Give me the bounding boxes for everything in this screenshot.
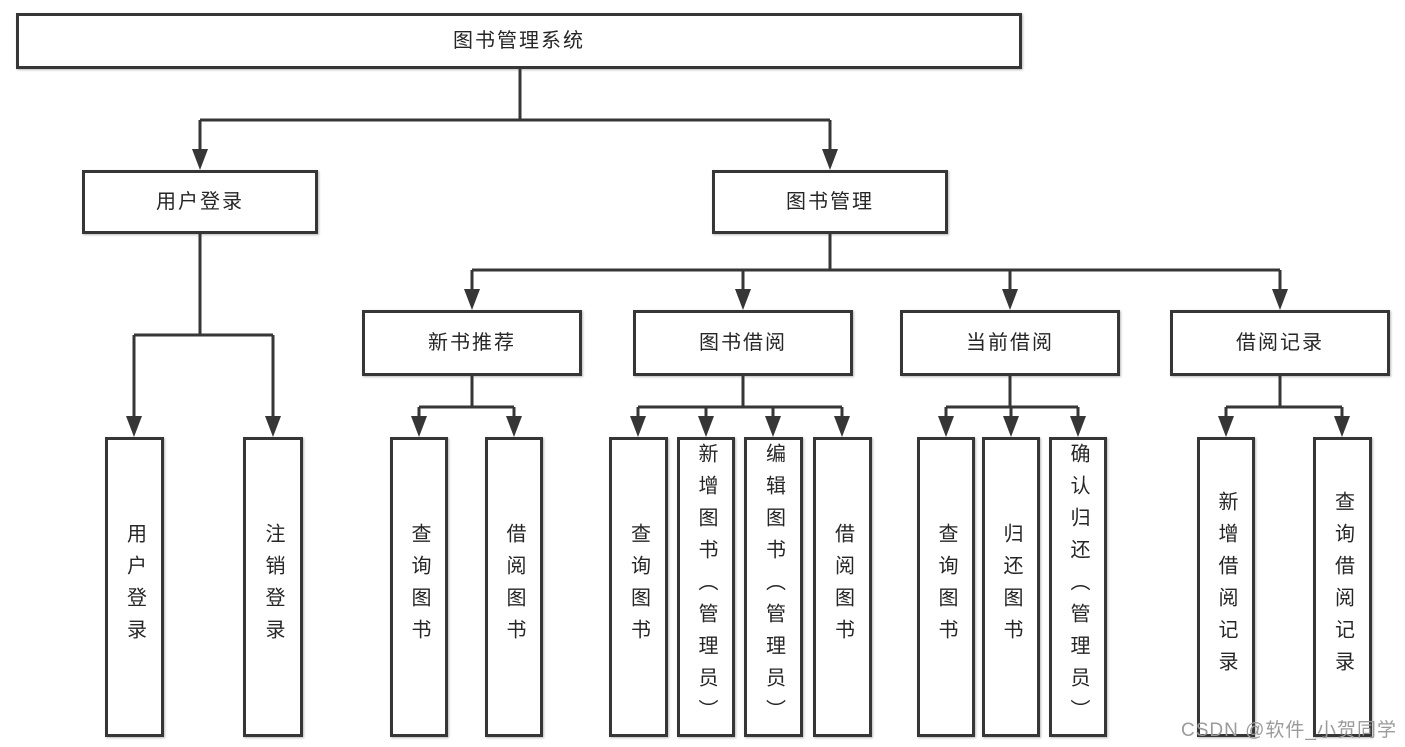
- node-library-management-system: 图书管理系统: [16, 13, 1022, 69]
- leaf-query-borrow-record: 查询借阅记录: [1313, 437, 1372, 737]
- node-label: 查询图书: [935, 523, 957, 651]
- leaf-confirm-return-admin: 确认归还（管理员）: [1049, 437, 1107, 737]
- node-label: 新书推荐: [428, 332, 516, 354]
- leaf-return-books: 归还图书: [982, 437, 1040, 737]
- node-book-management: 图书管理: [712, 170, 948, 234]
- node-label: 查询图书: [627, 523, 650, 651]
- node-label: 确认归还（管理员）: [1067, 443, 1089, 731]
- node-label: 借阅图书: [503, 523, 525, 651]
- leaf-add-book-admin: 新增图书（管理员）: [677, 437, 735, 737]
- node-label: 查询借阅记录: [1331, 491, 1354, 683]
- node-label: 图书管理: [786, 191, 874, 213]
- node-label: 新增图书（管理员）: [695, 443, 717, 731]
- watermark: CSDN @软件_小贺同学: [1181, 720, 1397, 741]
- leaf-add-borrow-record: 新增借阅记录: [1197, 437, 1255, 737]
- node-label: 用户登录: [123, 523, 146, 651]
- node-label: 注销登录: [262, 523, 284, 651]
- node-current-borrowing: 当前借阅: [900, 310, 1120, 376]
- node-user-login: 用户登录: [82, 170, 318, 234]
- node-label: 归还图书: [1000, 523, 1022, 651]
- node-label: 查询图书: [408, 523, 430, 651]
- leaf-query-books-borrowing: 查询图书: [609, 437, 668, 737]
- node-new-book-recommendation: 新书推荐: [362, 310, 582, 376]
- leaf-query-books-recommend: 查询图书: [390, 437, 448, 737]
- node-book-borrowing: 图书借阅: [633, 310, 853, 376]
- leaf-query-books-current: 查询图书: [917, 437, 975, 737]
- node-label: 图书借阅: [699, 332, 787, 354]
- node-label: 当前借阅: [966, 332, 1054, 354]
- node-label: 图书管理系统: [453, 30, 585, 52]
- node-label: 编辑图书（管理员）: [762, 443, 785, 731]
- leaf-borrow-books-borrowing: 借阅图书: [813, 437, 872, 737]
- node-label: 新增借阅记录: [1215, 491, 1237, 683]
- node-label: 借阅记录: [1236, 332, 1324, 354]
- leaf-borrow-books-recommend: 借阅图书: [485, 437, 543, 737]
- node-label: 借阅图书: [831, 523, 854, 651]
- leaf-edit-book-admin: 编辑图书（管理员）: [744, 437, 803, 737]
- leaf-logout: 注销登录: [243, 437, 303, 737]
- node-label: 用户登录: [156, 191, 244, 213]
- leaf-user-login: 用户登录: [105, 437, 164, 737]
- node-borrowing-records: 借阅记录: [1170, 310, 1390, 376]
